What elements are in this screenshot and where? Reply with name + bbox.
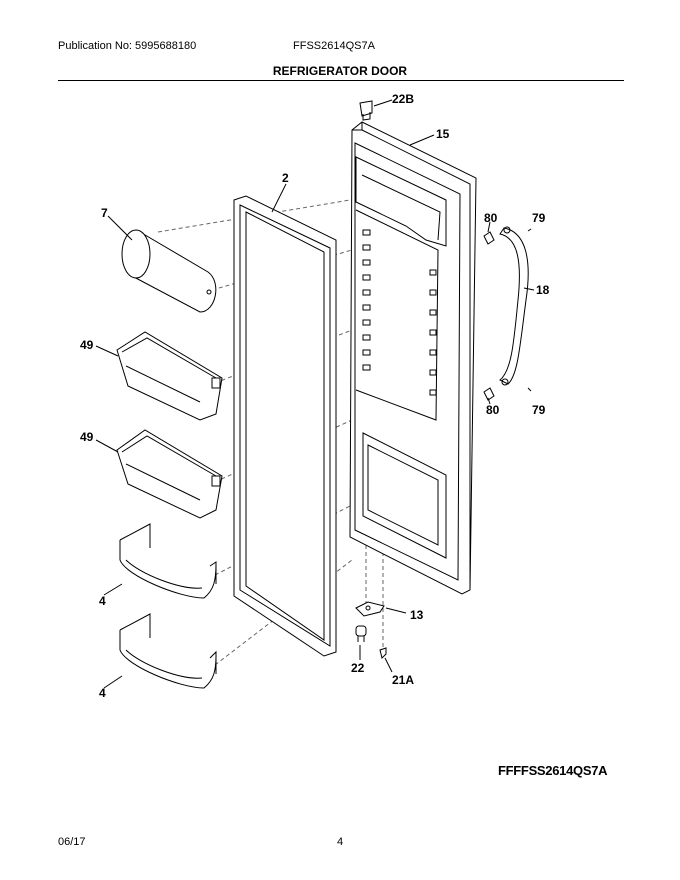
part-13-hinge-bushing xyxy=(355,601,385,617)
part-22-hinge-pin xyxy=(355,625,367,642)
callout-79-bottom: 79 xyxy=(532,403,546,417)
part-49-door-bin-lower xyxy=(116,429,223,519)
part-7-dairy-compartment xyxy=(121,229,217,313)
callout-2: 2 xyxy=(282,171,289,185)
callout-21a: 21A xyxy=(392,673,414,687)
part-21a-screw xyxy=(379,647,387,659)
model-number: FFSS2614QS7A xyxy=(293,40,375,52)
part-49-door-bin-upper xyxy=(116,331,223,421)
callout-22: 22 xyxy=(351,661,365,675)
callout-49-lower: 49 xyxy=(80,430,94,444)
part-15-door xyxy=(349,121,477,595)
callout-79-top: 79 xyxy=(532,211,546,225)
page-title: REFRIGERATOR DOOR xyxy=(272,64,408,78)
part-80-screws xyxy=(483,231,495,401)
publication-number: Publication No: 5995688180 xyxy=(58,40,197,52)
part-18-handle xyxy=(499,226,529,386)
callout-7: 7 xyxy=(101,206,108,220)
callout-80-bottom: 80 xyxy=(486,403,500,417)
callout-13: 13 xyxy=(410,608,424,622)
part-22b-cap xyxy=(359,100,373,121)
part-4-door-shelf-upper xyxy=(119,523,217,599)
callout-4-lower: 4 xyxy=(99,686,106,700)
callout-labels: 22B 15 2 7 80 79 18 49 80 79 49 4 13 22 … xyxy=(80,92,550,700)
model-stamp: FFFFSS2614QS7A xyxy=(498,763,608,778)
callout-80-top: 80 xyxy=(484,211,498,225)
callout-49-upper: 49 xyxy=(80,338,94,352)
part-2-gasket xyxy=(233,195,337,657)
header-divider xyxy=(58,80,624,81)
door-shelf-notches xyxy=(362,229,437,396)
callout-18: 18 xyxy=(536,283,550,297)
footer-date: 06/17 xyxy=(58,836,86,848)
callout-15: 15 xyxy=(436,127,450,141)
callout-22b: 22B xyxy=(392,92,414,106)
part-4-door-shelf-lower xyxy=(119,613,217,689)
leader-lines xyxy=(95,99,535,689)
callout-4-upper: 4 xyxy=(99,594,106,608)
page-number: 4 xyxy=(337,836,344,848)
part-79-set-screws xyxy=(527,228,532,392)
